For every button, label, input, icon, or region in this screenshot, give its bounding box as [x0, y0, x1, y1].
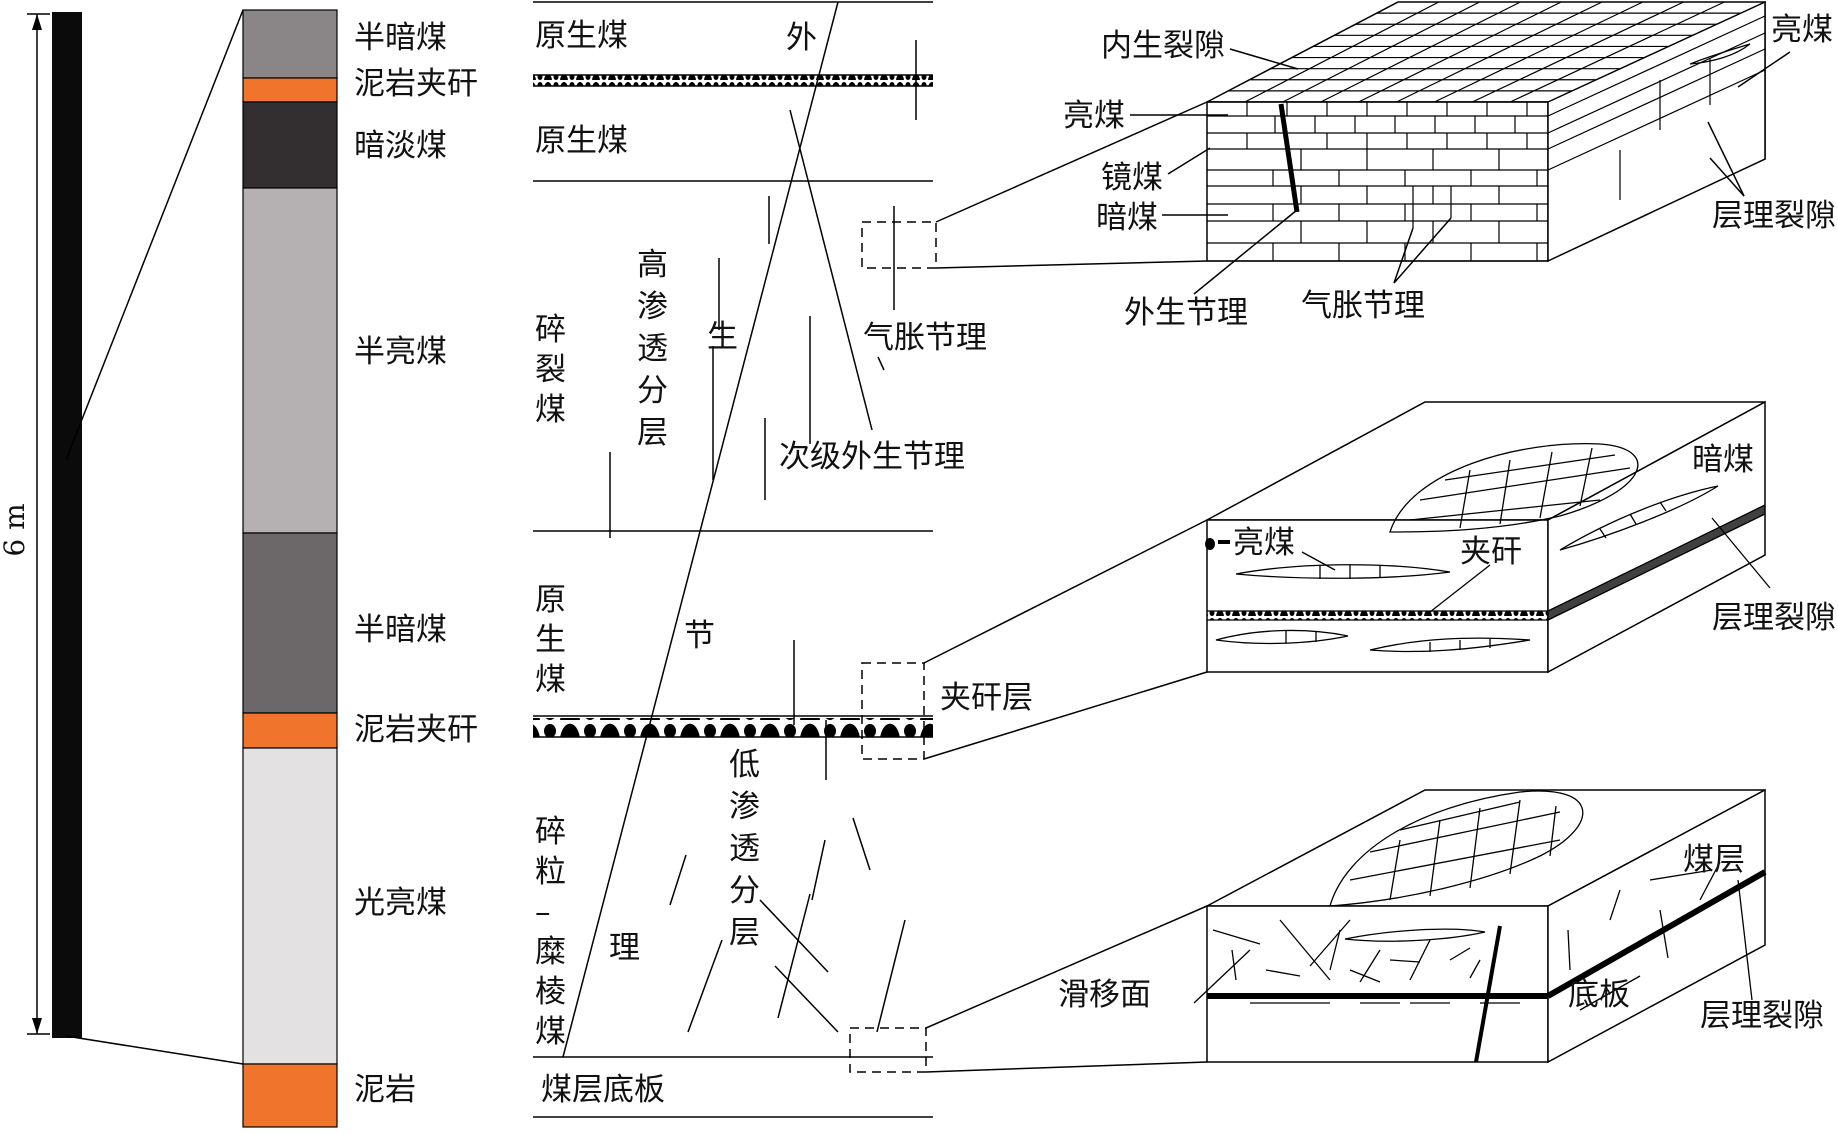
column-layer-label: 光亮煤 — [354, 885, 447, 921]
column-layer-label: 半暗煤 — [354, 612, 447, 648]
column-layer — [242, 712, 338, 749]
column-layer — [242, 532, 338, 714]
column-layer-label: 泥岩 — [354, 1072, 416, 1108]
label-exo-joint-char-4: 理 — [609, 930, 640, 966]
label-granular-mylonite: 棱 — [535, 974, 566, 1010]
label-low-perm: 透 — [729, 831, 760, 867]
block2-parting-side — [1548, 505, 1765, 620]
label-gas-expansion-joint-section: 气胀节理 — [863, 320, 987, 356]
column-layer-label: 泥岩夹矸 — [354, 66, 478, 102]
column-layer-label: 半暗煤 — [354, 20, 447, 56]
label-bright-coal-right: 亮煤 — [1771, 12, 1833, 48]
label-vitrain: 镜煤 — [1101, 160, 1163, 196]
label-bedding-fracture-2: 层理裂隙 — [1712, 600, 1836, 636]
label-fragmented-coal: 裂 — [535, 352, 566, 388]
zoom-lines — [65, 9, 244, 1065]
label-floor-b3: 底板 — [1568, 977, 1630, 1013]
stratigraphic-column — [242, 9, 338, 1128]
label-exo-joint-char-3: 节 — [684, 618, 715, 654]
parting-band-top — [533, 75, 933, 86]
block-parting — [1206, 400, 1766, 674]
label-parting-b2: 夹矸 — [1460, 534, 1522, 570]
label-exogenous-joint: 外生节理 — [1124, 295, 1248, 331]
block3-labels: 煤层 滑移面 底板 层理裂隙 — [1058, 842, 1824, 1034]
label-high-perm: 高 — [637, 247, 668, 283]
parting-band-lower — [533, 718, 933, 737]
block3-details — [1193, 790, 1767, 1063]
label-bedding-fracture-1: 层理裂隙 — [1712, 198, 1836, 234]
label-high-perm: 层 — [637, 415, 668, 451]
label-high-perm: 分 — [637, 373, 668, 409]
label-bedding-fracture-3: 层理裂隙 — [1700, 998, 1824, 1034]
label-bright-coal-b2: 亮煤 — [1233, 525, 1295, 561]
label-high-perm: 渗 — [637, 289, 668, 325]
label-dull-coal-b2: 暗煤 — [1692, 442, 1754, 478]
label-granular-mylonite: 碎 — [535, 814, 566, 850]
column-layer-label: 暗淡煤 — [354, 128, 447, 164]
label-coal-seam: 煤层 — [1683, 842, 1745, 878]
column-layer-label: 泥岩夹矸 — [354, 712, 478, 748]
block-slip — [1206, 788, 1766, 1064]
label-dull-coal: 暗煤 — [1096, 200, 1158, 236]
label-granular-mylonite: 糜 — [535, 934, 566, 970]
label-low-perm: 分 — [729, 873, 760, 909]
label-low-perm: 层 — [729, 915, 760, 951]
block2-mark — [1205, 538, 1230, 550]
label-parting-layer: 夹矸层 — [940, 680, 1033, 716]
label-gas-expansion-joint-block: 气胀节理 — [1301, 288, 1425, 324]
label-primary-coal-3: 生 — [535, 622, 566, 658]
scale-label: 6 m — [0, 503, 31, 556]
label-endogenous-fracture: 内生裂隙 — [1101, 28, 1225, 64]
connector-lines — [923, 101, 1208, 1073]
column-layer — [242, 77, 338, 103]
label-primary-coal-3: 原 — [535, 582, 566, 618]
label-high-perm: 透 — [637, 331, 668, 367]
label-primary-coal-1: 原生煤 — [535, 18, 628, 54]
label-exo-joint-char-1: 外 — [786, 20, 817, 56]
label-secondary-exogenous-joint: 次级外生节理 — [779, 439, 965, 475]
label-fragmented-coal: 煤 — [535, 392, 566, 428]
label-slip-surface: 滑移面 — [1058, 977, 1151, 1013]
label-exo-joint-char-2: 生 — [707, 319, 738, 355]
label-granular-mylonite: 煤 — [535, 1014, 566, 1050]
scale-bar: 6 m — [0, 12, 82, 1038]
column-layer — [242, 9, 338, 79]
block1-leaders — [1130, 48, 1791, 295]
block2-parting-fill — [1207, 611, 1548, 620]
column-layer — [242, 747, 338, 1065]
block1-grid — [1207, 1, 1766, 262]
label-primary-coal-2: 原生煤 — [535, 123, 628, 159]
block2-labels: 暗煤 亮煤 夹矸 层理裂隙 — [1233, 442, 1836, 636]
label-fragmented-coal: 碎 — [535, 312, 566, 348]
column-layer-label: 半亮煤 — [354, 334, 447, 370]
label-granular-mylonite: 粒 — [535, 854, 566, 890]
block-endogenous — [1206, 0, 1766, 263]
label-bright-coal-left: 亮煤 — [1063, 98, 1125, 134]
label-low-perm: 低 — [729, 747, 760, 783]
label-low-perm: 渗 — [729, 789, 760, 825]
block1-labels: 内生裂隙 亮煤 镜煤 暗煤 外生节理 气胀节理 亮煤 层理裂隙 — [1063, 12, 1836, 331]
label-primary-coal-3: 煤 — [535, 662, 566, 698]
label-granular-mylonite: – — [535, 894, 551, 930]
column-layer — [242, 1063, 338, 1128]
section-labels: 原生煤 原生煤 煤层底板 气胀节理 次级外生节理 夹矸层 外 生 节 理 — [535, 18, 1033, 1108]
column-layer — [242, 187, 338, 534]
column-layer — [242, 101, 338, 189]
label-floor: 煤层底板 — [541, 1072, 665, 1108]
